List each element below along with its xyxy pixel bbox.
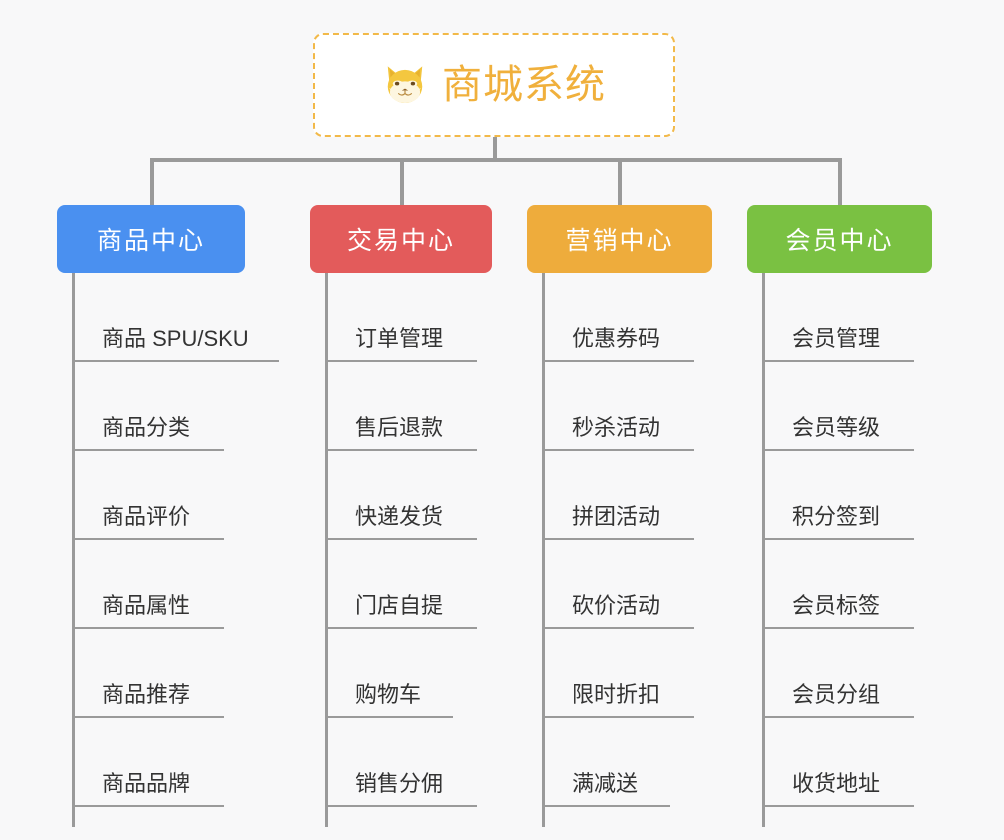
category-header-trade-center[interactable]: 交易中心 <box>310 205 492 273</box>
list-item[interactable]: 砍价活动 <box>542 540 694 629</box>
list-item[interactable]: 收货地址 <box>762 718 914 807</box>
category-label: 营销中心 <box>565 227 674 255</box>
root-node[interactable]: 商城系统 <box>313 33 675 137</box>
list-item-label: 积分签到 <box>792 504 881 529</box>
connector-drop-3 <box>618 158 622 205</box>
list-item[interactable]: 门店自提 <box>325 540 477 629</box>
category-header-marketing-center[interactable]: 营销中心 <box>527 205 712 273</box>
list-item[interactable]: 会员标签 <box>762 540 914 629</box>
list-item-label: 会员等级 <box>792 415 881 440</box>
connector-drop-2 <box>400 158 404 205</box>
item-list: 会员管理 会员等级 积分签到 会员标签 会员分组 收货地址 <box>762 273 914 807</box>
column-trunk <box>325 273 328 827</box>
list-item[interactable]: 商品 SPU/SKU <box>72 273 279 362</box>
list-item[interactable]: 会员等级 <box>762 362 914 451</box>
list-item-label: 门店自提 <box>355 593 444 618</box>
column-trunk <box>762 273 765 827</box>
list-item-label: 商品分类 <box>102 415 191 440</box>
list-item-label: 销售分佣 <box>355 771 444 796</box>
list-item[interactable]: 满减送 <box>542 718 670 807</box>
list-item-label: 砍价活动 <box>572 593 661 618</box>
list-item[interactable]: 购物车 <box>325 629 453 718</box>
list-item-label: 优惠券码 <box>572 326 661 351</box>
list-item[interactable]: 商品推荐 <box>72 629 224 718</box>
category-header-member-center[interactable]: 会员中心 <box>747 205 932 273</box>
list-item[interactable]: 商品评价 <box>72 451 224 540</box>
column-trunk <box>542 273 545 827</box>
list-item-label: 商品 SPU/SKU <box>102 326 249 351</box>
list-item-label: 快递发货 <box>355 504 444 529</box>
list-item[interactable]: 销售分佣 <box>325 718 477 807</box>
category-label: 商品中心 <box>96 227 205 255</box>
list-item-label: 秒杀活动 <box>572 415 661 440</box>
item-list: 订单管理 售后退款 快递发货 门店自提 购物车 销售分佣 <box>325 273 477 807</box>
shiba-dog-icon <box>387 66 423 103</box>
connector-drop-4 <box>838 158 842 205</box>
list-item-label: 商品评价 <box>102 504 191 529</box>
list-item[interactable]: 商品分类 <box>72 362 224 451</box>
list-item[interactable]: 优惠券码 <box>542 273 694 362</box>
connector-root-stem <box>493 137 497 162</box>
list-item-label: 售后退款 <box>355 415 444 440</box>
list-item[interactable]: 会员分组 <box>762 629 914 718</box>
category-header-product-center[interactable]: 商品中心 <box>57 205 245 273</box>
list-item-label: 会员分组 <box>792 682 881 707</box>
list-item-label: 拼团活动 <box>572 504 661 529</box>
list-item-label: 订单管理 <box>355 326 444 351</box>
list-item-label: 限时折扣 <box>572 682 661 707</box>
list-item-label: 商品品牌 <box>102 771 191 796</box>
list-item-label: 商品属性 <box>102 593 191 618</box>
list-item[interactable]: 限时折扣 <box>542 629 694 718</box>
connector-drop-1 <box>150 158 154 205</box>
list-item-label: 会员标签 <box>792 593 881 618</box>
list-item-label: 会员管理 <box>792 326 881 351</box>
list-item-label: 收货地址 <box>792 771 881 796</box>
list-item[interactable]: 商品品牌 <box>72 718 224 807</box>
list-item[interactable]: 积分签到 <box>762 451 914 540</box>
connector-bus <box>150 158 840 162</box>
list-item[interactable]: 商品属性 <box>72 540 224 629</box>
list-item[interactable]: 快递发货 <box>325 451 477 540</box>
list-item-label: 购物车 <box>355 682 422 707</box>
list-item-label: 商品推荐 <box>102 682 191 707</box>
list-item-label: 满减送 <box>572 771 639 796</box>
list-item[interactable]: 拼团活动 <box>542 451 694 540</box>
category-label: 交易中心 <box>346 227 455 255</box>
item-list: 商品 SPU/SKU 商品分类 商品评价 商品属性 商品推荐 商品品牌 <box>72 273 279 807</box>
category-label: 会员中心 <box>785 227 894 255</box>
list-item[interactable]: 秒杀活动 <box>542 362 694 451</box>
list-item[interactable]: 售后退款 <box>325 362 477 451</box>
root-title: 商城系统 <box>442 63 606 107</box>
item-list: 优惠券码 秒杀活动 拼团活动 砍价活动 限时折扣 满减送 <box>542 273 694 807</box>
list-item[interactable]: 会员管理 <box>762 273 914 362</box>
list-item[interactable]: 订单管理 <box>325 273 477 362</box>
column-trunk <box>72 273 75 827</box>
